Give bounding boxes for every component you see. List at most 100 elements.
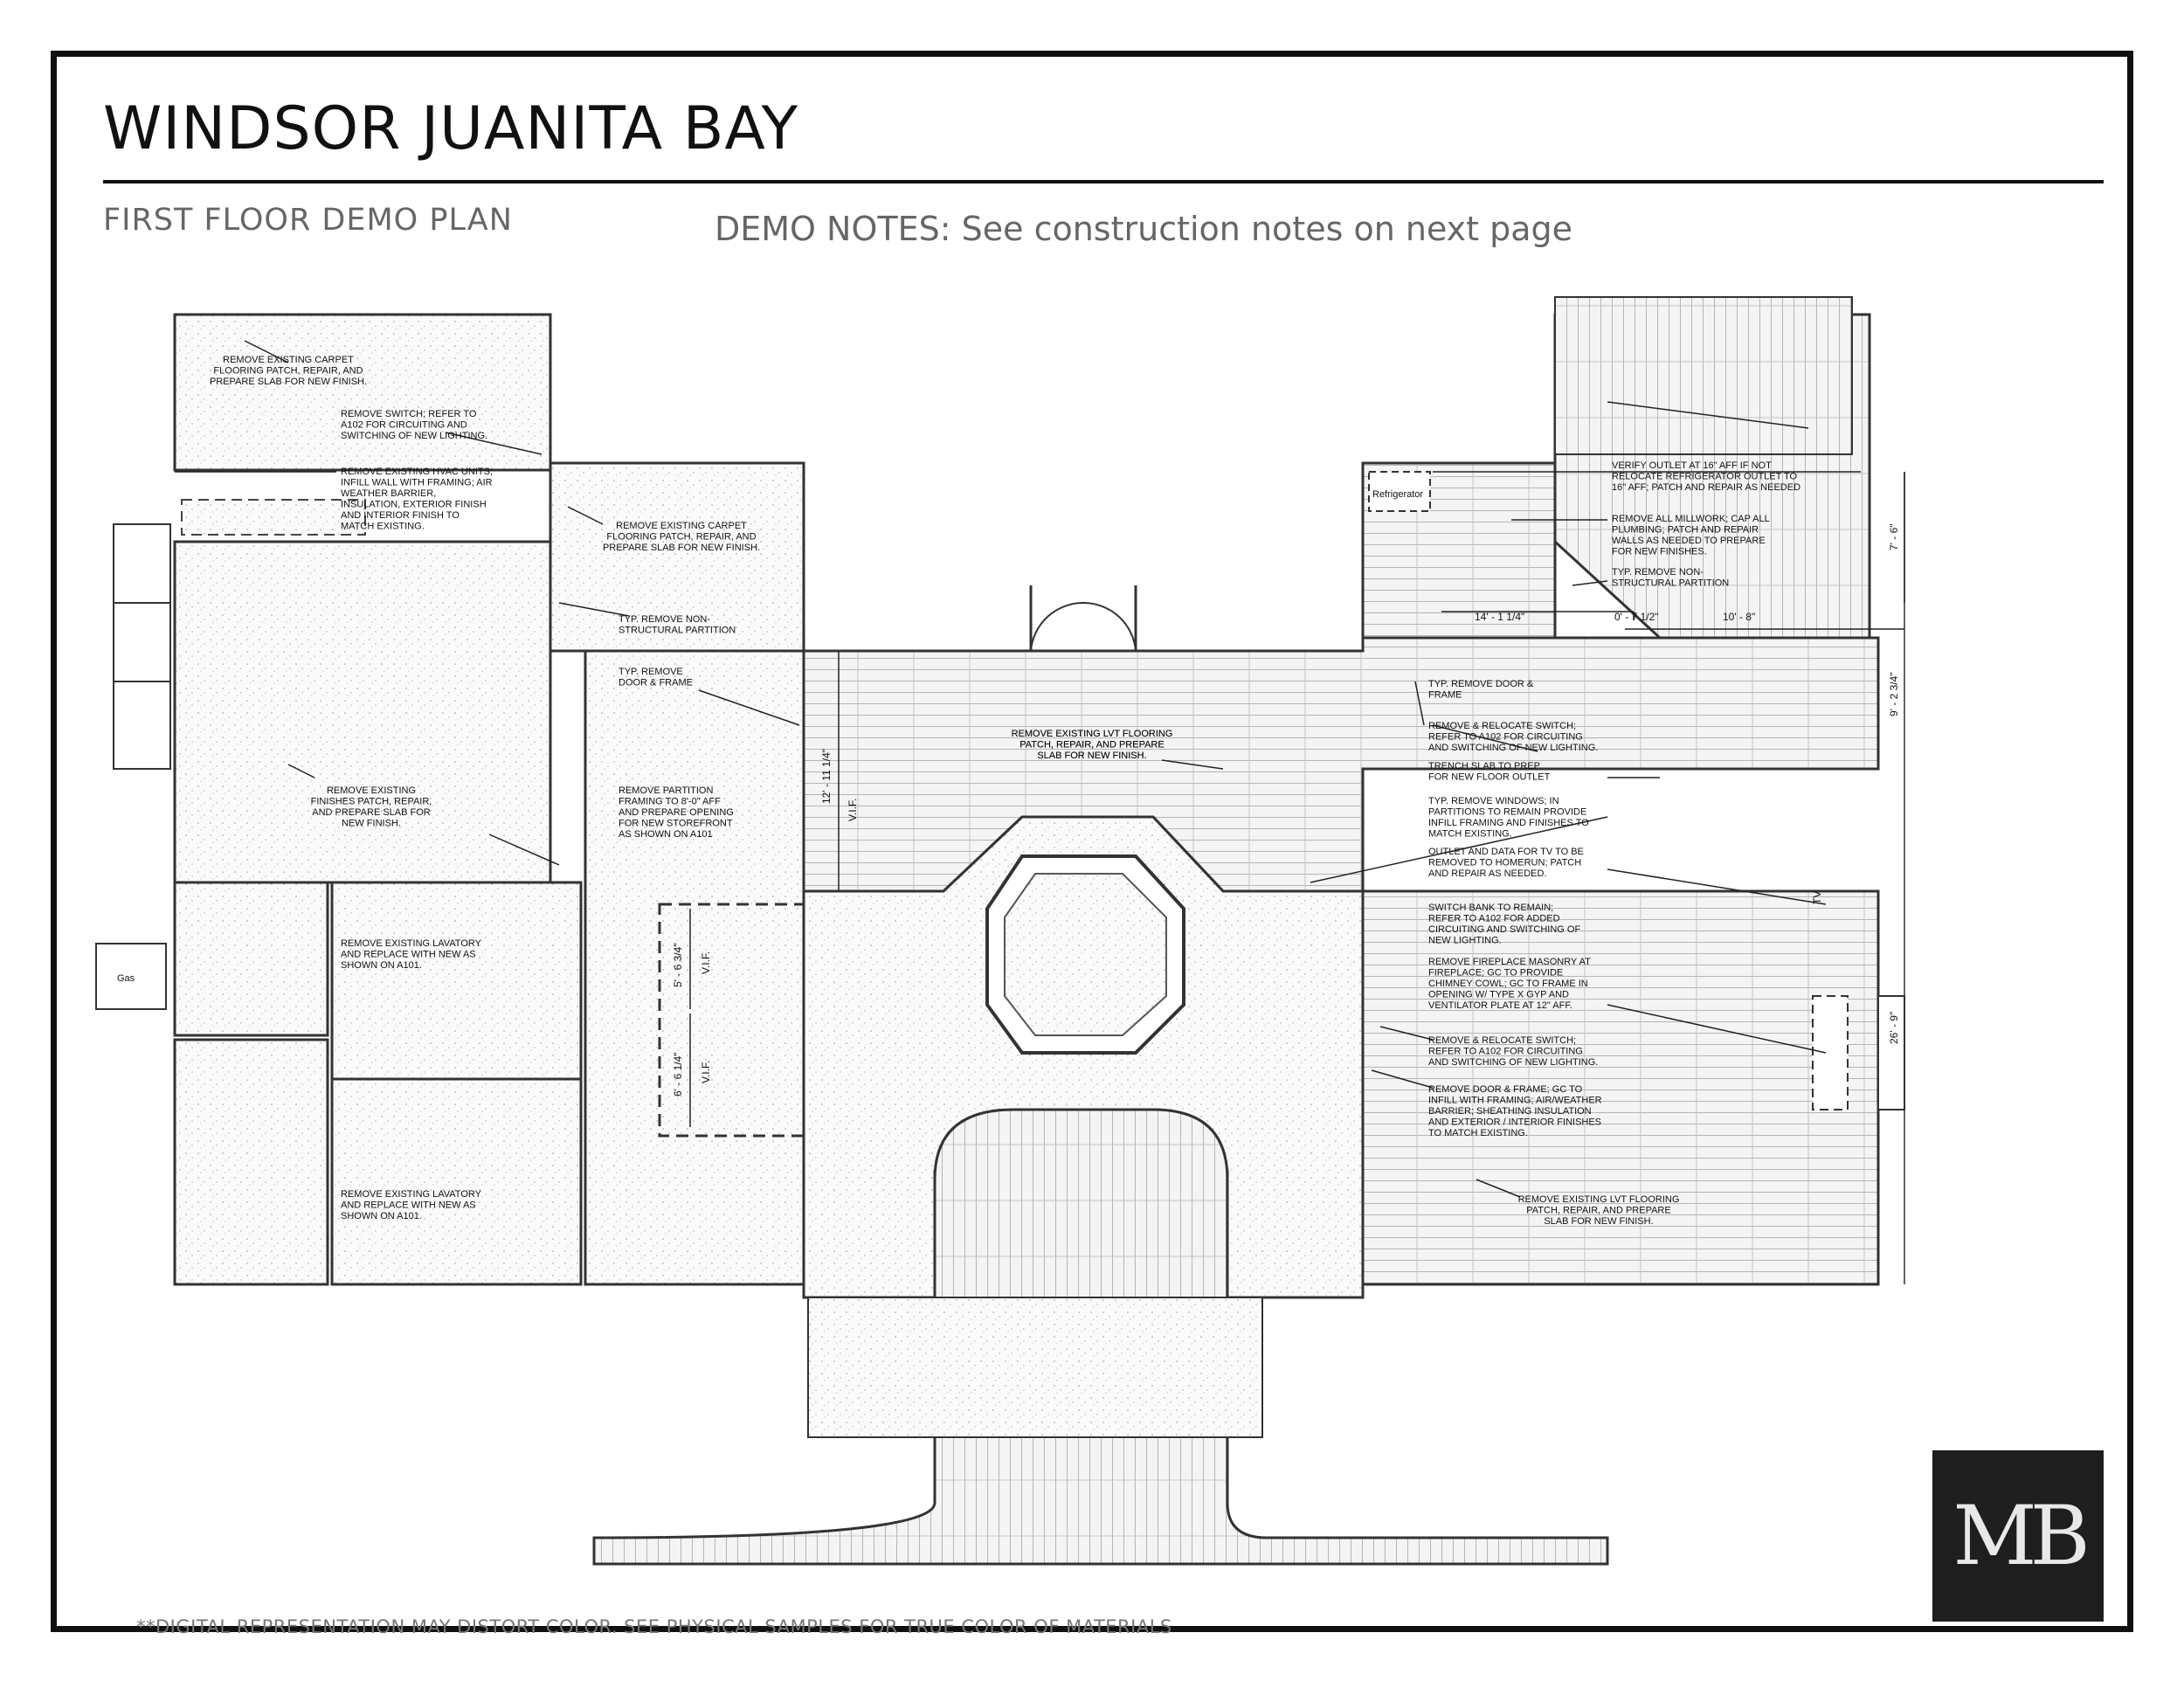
note-line: REMOVE EXISTING LAVATORY xyxy=(341,1189,482,1200)
note-line: AND INTERIOR FINISH TO xyxy=(341,510,460,521)
note-line: AND REPAIR AS NEEDED. xyxy=(1428,868,1547,879)
demo-note: REMOVE EXISTING HVAC UNITS;INFILL WALL W… xyxy=(341,467,493,532)
note-line: STRUCTURAL PARTITION xyxy=(1612,578,1729,589)
demo-note: TYP. REMOVE NON-STRUCTURAL PARTITION xyxy=(619,614,736,636)
note-line: REMOVE & RELOCATE SWITCH; xyxy=(1428,1035,1576,1046)
dimension-text: 9' - 2 3/4" xyxy=(1888,672,1900,716)
note-line: REMOVE EXISTING LVT FLOORING xyxy=(1012,729,1173,739)
note-line: TYP. REMOVE xyxy=(619,667,683,677)
closet xyxy=(658,903,810,1138)
note-line: MATCH EXISTING. xyxy=(1428,829,1512,840)
central-corridor xyxy=(592,585,1880,1566)
bath-upper xyxy=(330,881,583,1090)
note-line: REMOVE ALL MILLWORK; CAP ALL xyxy=(1612,514,1770,524)
demo-note: SWITCH BANK TO REMAIN;REFER TO A102 FOR … xyxy=(1428,903,1580,946)
color-disclaimer: **DIGITAL REPRESENTATION MAY DISTORT COL… xyxy=(136,1616,1172,1637)
plan-subtitle: FIRST FLOOR DEMO PLAN xyxy=(103,203,513,238)
note-line: FLOORING PATCH, REPAIR, AND xyxy=(213,366,363,377)
note-line: TYP. REMOVE DOOR & xyxy=(1428,679,1534,689)
note-line: REMOVE EXISTING LVT FLOORING xyxy=(1012,729,1173,739)
note-line: SHOWN ON A101. xyxy=(341,960,422,971)
demo-note: REMOVE & RELOCATE SWITCH;REFER TO A102 F… xyxy=(1428,721,1598,753)
note-line: INSULATION, EXTERIOR FINISH xyxy=(341,500,487,510)
bath-lower xyxy=(330,1077,583,1286)
note-line: AND EXTERIOR / INTERIOR FINISHES xyxy=(1428,1117,1601,1128)
note-line: SHOWN ON A101. xyxy=(341,1211,422,1221)
page-title: WINDSOR JUANITA BAY xyxy=(103,94,799,163)
note-line: PARTITIONS TO REMAIN PROVIDE xyxy=(1428,807,1586,818)
dimension-text: V.I.F. xyxy=(700,951,712,974)
dimension-text: 26' - 9" xyxy=(1888,1012,1900,1044)
west-room-bottom xyxy=(173,1038,329,1286)
note-line: AND REPLACE WITH NEW AS xyxy=(341,950,476,960)
note-line: REMOVE EXISTING CARPET xyxy=(616,521,747,531)
note-line: TYP. REMOVE NON- xyxy=(619,614,710,625)
note-line: FOR NEW FINISHES. xyxy=(1612,547,1707,557)
note-line: FIREPLACE; GC TO PROVIDE xyxy=(1428,968,1563,979)
carpet-room xyxy=(173,313,552,472)
note-line: MATCH EXISTING. xyxy=(341,522,425,532)
note-line: SWITCH BANK TO REMAIN; xyxy=(1428,903,1553,913)
note-line: AND SWITCHING OF NEW LIGHTING. xyxy=(1428,1057,1598,1068)
note-line: TRENCH SLAB TO PREP xyxy=(1428,761,1540,771)
note-line: TYP. REMOVE NON- xyxy=(1612,567,1704,578)
note-line: PATCH, REPAIR, AND PREPARE xyxy=(1019,740,1164,751)
dimension-text: 10' - 8" xyxy=(1723,611,1755,623)
note-line: AND SWITCHING OF NEW LIGHTING. xyxy=(1428,743,1598,753)
note-line: OPENING W/ TYPE X GYP AND xyxy=(1428,990,1569,1000)
demo-note: TYP. REMOVE DOOR &FRAME xyxy=(1428,679,1534,701)
fountain-inner xyxy=(1004,873,1167,1036)
east-bay xyxy=(1877,995,1905,1110)
note-line: FRAME xyxy=(1428,690,1462,701)
demo-notes-heading: DEMO NOTES: See construction notes on ne… xyxy=(715,210,1573,248)
note-line: REMOVE DOOR & FRAME; GC TO xyxy=(1428,1084,1583,1095)
tv-label: TV xyxy=(1811,891,1823,904)
note-line: AS SHOWN ON A101 xyxy=(619,829,713,840)
fireplace xyxy=(1812,995,1849,1110)
dimension-text: 12' - 11 1/4" xyxy=(820,749,833,804)
note-line: FINISHES PATCH, REPAIR, xyxy=(311,797,432,807)
note-line: CHIMNEY COWL; GC TO FRAME IN xyxy=(1428,979,1588,989)
note-line: REMOVE FIREPLACE MASONRY AT xyxy=(1428,957,1591,967)
dimension-texts: 12' - 11 1/4" V.I.F. 5' - 6 3/4" V.I.F. … xyxy=(672,523,1900,1097)
note-line: FLOORING PATCH, REPAIR, AND xyxy=(606,532,756,543)
note-line: REMOVE EXISTING HVAC UNITS; xyxy=(341,467,493,477)
note-line: REMOVE EXISTING xyxy=(327,785,416,796)
note-line: VERIFY OUTLET AT 16" AFF IF NOT xyxy=(1612,460,1772,471)
south-entry xyxy=(807,1297,1263,1438)
east-bedroom-top xyxy=(1554,296,1853,455)
dimension-text: V.I.F. xyxy=(700,1061,712,1083)
note-line: REFER TO A102 FOR ADDED xyxy=(1428,914,1560,924)
note-line: OUTLET AND DATA FOR TV TO BE xyxy=(1428,847,1584,857)
west-wing: Gas xyxy=(95,313,810,1286)
dimension-text: 0' - 7 1/2" xyxy=(1614,611,1659,623)
logo-text: MB xyxy=(1952,1488,2090,1584)
dimension-text: 14' - 1 1/4" xyxy=(1475,611,1524,623)
note-line: WALLS AS NEEDED TO PREPARE xyxy=(1612,536,1766,546)
dimension-lines xyxy=(689,472,1905,1127)
lvt-corridor xyxy=(802,636,1880,893)
east-living xyxy=(1361,889,1880,1286)
note-line: PREPARE SLAB FOR NEW FINISH. xyxy=(603,543,760,553)
note-line: BARRIER; SHEATHING INSULATION xyxy=(1428,1106,1592,1117)
note-line: SWITCHING OF NEW LIGHTING. xyxy=(341,431,487,441)
note-line: FRAMING TO 8'-0" AFF xyxy=(619,797,721,807)
great-room-west xyxy=(173,540,552,884)
note-line: REMOVE EXISTING CARPET xyxy=(223,355,354,365)
note-line: INFILL WALL WITH FRAMING; AIR xyxy=(341,478,493,488)
note-line: PATCH, REPAIR, AND PREPARE xyxy=(1019,740,1164,751)
